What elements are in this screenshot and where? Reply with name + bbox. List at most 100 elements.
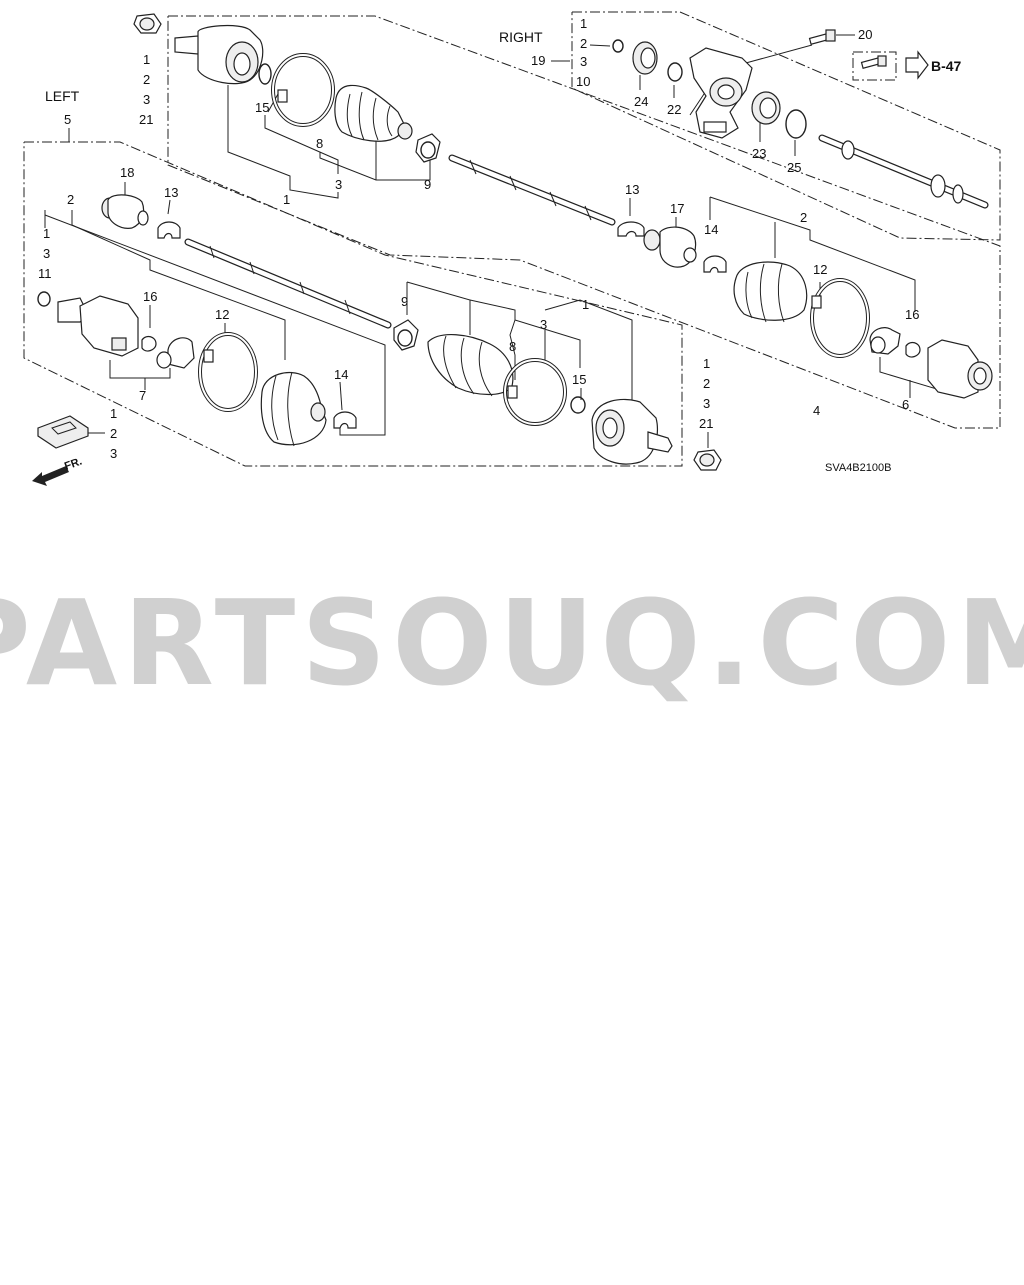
svg-text:18: 18	[120, 165, 134, 180]
boot-band-12-lower	[198, 332, 258, 412]
callout-stack-nut-bottom: 1 2 3 21	[699, 356, 713, 431]
leader-lines	[44, 44, 941, 448]
svg-text:16: 16	[143, 289, 157, 304]
svg-text:6: 6	[902, 397, 909, 412]
svg-text:12: 12	[215, 307, 229, 322]
outer-cv-joint-lower	[591, 398, 673, 465]
svg-text:14: 14	[704, 222, 718, 237]
svg-text:22: 22	[667, 102, 681, 117]
outer-boot-upper	[334, 84, 413, 142]
callout-bolt: 20	[858, 27, 872, 42]
boot-band-13-upper	[617, 221, 645, 237]
svg-text:3: 3	[580, 54, 587, 69]
drive-shaft-upper	[448, 154, 616, 226]
left-side-label: LEFT	[45, 88, 80, 104]
svg-text:24: 24	[634, 94, 648, 109]
svg-text:3: 3	[43, 246, 50, 261]
svg-text:19: 19	[531, 53, 545, 68]
grease-pack	[37, 415, 89, 449]
svg-text:1: 1	[110, 406, 117, 421]
circlip-15-lower	[570, 396, 586, 414]
frame-lower-assembly	[23, 141, 683, 467]
boot-band-9-upper	[415, 133, 441, 163]
reference-label[interactable]: B-47	[931, 58, 962, 74]
washer-19	[612, 39, 624, 53]
svg-text:13: 13	[164, 185, 178, 200]
svg-text:2: 2	[580, 36, 587, 51]
svg-text:2: 2	[110, 426, 117, 441]
callout-grease-pack: 1 2 3	[88, 406, 117, 461]
callout-upper-outer: 15 8 3 1 9	[255, 100, 431, 207]
svg-text:2: 2	[703, 376, 710, 391]
spider-7	[156, 337, 195, 369]
svg-text:3: 3	[143, 92, 150, 107]
svg-text:1: 1	[143, 52, 150, 67]
callout-left-inner: 18 13 2 1 3 11 16 7 12 14	[38, 165, 348, 403]
callout-stack-right-bracket: 1 2 19 3 10	[531, 16, 590, 89]
boot-band-13-lower	[157, 221, 181, 239]
bearing-23	[751, 91, 781, 125]
diagram-code: SVA4B2100B	[825, 462, 891, 474]
arrow-right-icon	[905, 50, 929, 80]
reference-arrow[interactable]: B-47	[905, 50, 962, 80]
inner-cv-housing-lower	[37, 291, 139, 357]
inner-joint-17	[643, 226, 697, 268]
spider-and-snap-ring-upper	[869, 327, 921, 358]
svg-text:15: 15	[255, 100, 269, 115]
svg-text:8: 8	[316, 136, 323, 151]
bolt-b47	[860, 55, 887, 69]
svg-text:3: 3	[335, 177, 342, 192]
inner-joint-18	[101, 194, 149, 229]
svg-text:16: 16	[905, 307, 919, 322]
bearing-support-bracket	[689, 47, 753, 139]
frame-right-bracket	[571, 11, 1001, 241]
svg-text:15: 15	[572, 372, 586, 387]
front-label: FR.	[63, 455, 84, 472]
circlip-15-upper	[258, 63, 272, 85]
svg-text:25: 25	[787, 160, 801, 175]
svg-text:3: 3	[703, 396, 710, 411]
svg-text:12: 12	[813, 262, 827, 277]
outer-boot-lower	[427, 334, 514, 397]
svg-text:23: 23	[752, 146, 766, 161]
svg-text:4: 4	[813, 403, 820, 418]
svg-text:21: 21	[699, 416, 713, 431]
svg-text:7: 7	[139, 388, 146, 403]
outer-cv-joint-upper	[174, 24, 264, 85]
bolt-20	[808, 29, 836, 45]
axle-nut-bottom	[693, 449, 722, 471]
boot-band-8-lower	[503, 358, 567, 426]
watermark: PARTSOUQ.COM	[0, 574, 1024, 712]
svg-text:3: 3	[110, 446, 117, 461]
svg-text:14: 14	[334, 367, 348, 382]
svg-text:2: 2	[800, 210, 807, 225]
boot-band-8-upper	[271, 53, 335, 127]
svg-text:11: 11	[38, 266, 52, 281]
svg-text:17: 17	[670, 201, 684, 216]
reference-box	[852, 51, 897, 81]
callout-left-assembly: 5	[64, 112, 71, 127]
snap-ring-16-lower	[141, 335, 157, 352]
drive-shaft-lower	[184, 238, 392, 329]
snap-ring-25	[785, 109, 807, 139]
front-direction-indicator: FR.	[32, 455, 84, 486]
svg-text:2: 2	[67, 192, 74, 207]
boot-band-12-upper	[810, 278, 870, 358]
svg-text:1: 1	[703, 356, 710, 371]
inner-cv-housing-upper	[927, 339, 993, 399]
intermediate-shaft	[818, 134, 989, 209]
svg-text:2: 2	[143, 72, 150, 87]
boot-band-14-lower	[333, 411, 357, 429]
svg-text:9: 9	[424, 177, 431, 192]
inner-boot-lower	[260, 371, 327, 447]
callout-stack-nut-top: 1 2 3 21	[139, 52, 153, 127]
svg-text:10: 10	[576, 74, 590, 89]
axle-nut-top	[133, 13, 162, 34]
callout-upper-inner: 13 17 14 2 12 16 6 4	[625, 182, 919, 418]
svg-text:9: 9	[401, 294, 408, 309]
svg-text:13: 13	[625, 182, 639, 197]
svg-text:3: 3	[540, 317, 547, 332]
inner-boot-upper	[733, 261, 808, 323]
svg-text:1: 1	[582, 297, 589, 312]
